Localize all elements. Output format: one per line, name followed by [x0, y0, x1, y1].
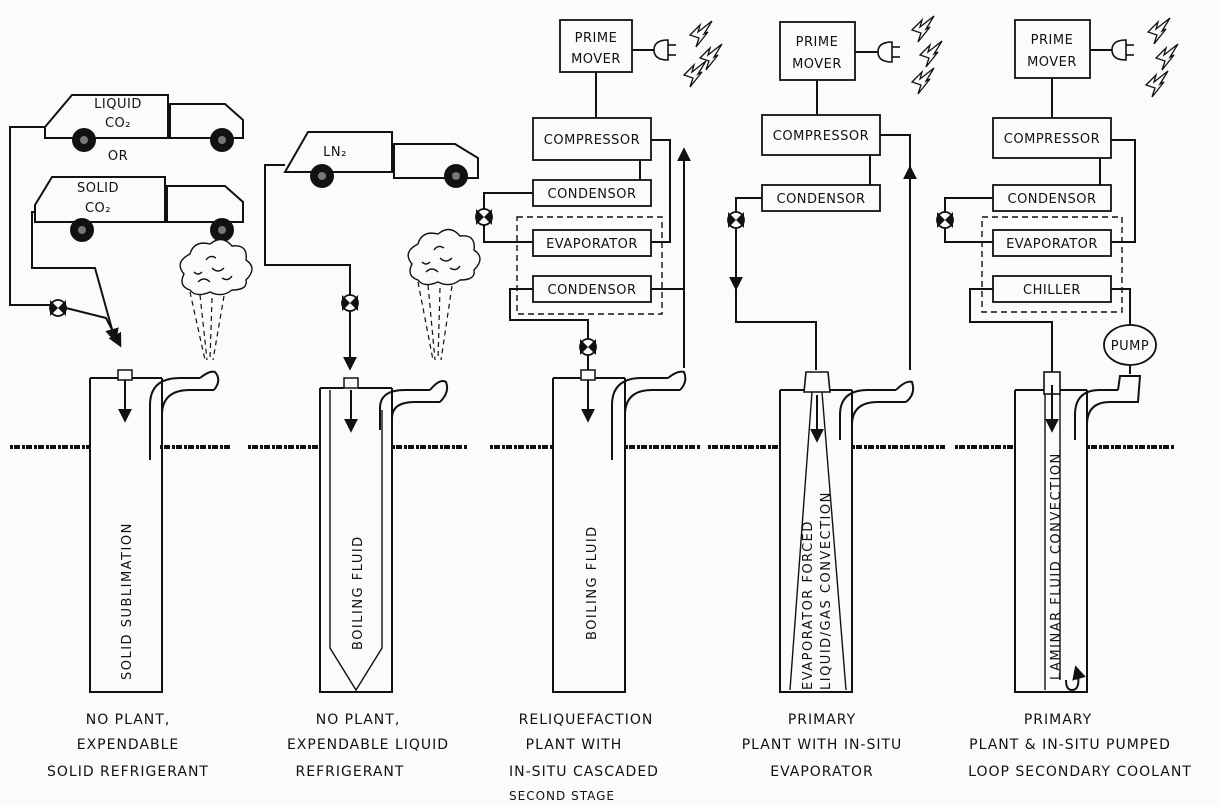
truck-label-line1: SOLID: [77, 181, 119, 196]
lightning-icon: [1145, 70, 1169, 98]
truck-label-line2: CO₂: [105, 116, 131, 131]
chiller-box: [992, 275, 1112, 303]
caption-line: PRIMARY: [1024, 712, 1092, 728]
panel-4-in-situ-evaporator: PRIME MOVER COMPRESSOR CONDENSOR EVAPORA…: [727, 15, 943, 780]
evaporator-box: [532, 229, 652, 257]
well-label-boiling-fluid: BOILING FLUID: [351, 535, 366, 650]
prime-mover-label: MOVER: [1027, 55, 1077, 70]
caption-line: EXPENDABLE LIQUID: [287, 737, 449, 753]
panel-1-solid-sublimation: LIQUID CO₂ OR SOLID CO₂ SOLID SUBLIMATIO…: [9, 94, 253, 780]
caption-line: PRIMARY: [788, 712, 856, 728]
prime-mover-box: [779, 21, 856, 81]
box-label: COMPRESSOR: [1004, 132, 1100, 147]
prime-mover-label: PRIME: [1031, 33, 1074, 48]
prime-mover-box: [1014, 19, 1091, 79]
box-label: EVAPORATOR: [546, 237, 638, 252]
panel-2-boiling-fluid: LN₂ BOILING FLUID NO PLANT, EXPENDABLE L…: [264, 131, 481, 780]
panel-3-reliquefaction: PRIME MOVER COMPRESSOR CONDENSOR EVAPORA…: [475, 19, 723, 803]
liquid-co2-truck: LIQUID CO₂: [44, 94, 244, 152]
ln2-truck: LN₂: [283, 131, 479, 188]
caption-line: EVAPORATOR: [770, 764, 874, 780]
lightning-icon: [689, 20, 713, 48]
lightning-icon: [1147, 17, 1171, 45]
caption-line: SOLID REFRIGERANT: [47, 764, 209, 780]
caption-panel-4: PRIMARY PLANT WITH IN-SITU EVAPORATOR: [742, 712, 903, 780]
caption-panel-3: RELIQUEFACTION PLANT WITH IN-SITU CASCAD…: [509, 712, 659, 803]
caption-line: NO PLANT,: [86, 712, 171, 728]
solid-co2-truck: SOLID CO₂: [34, 176, 244, 242]
box-label: EVAPORATOR: [1006, 237, 1098, 252]
lightning-icon: [1155, 43, 1179, 71]
well-label-line2: LIQUID/GAS CONVECTION: [819, 491, 834, 690]
caption-line: PLANT & IN-SITU PUMPED: [969, 737, 1171, 753]
box-label: CONDENSOR: [548, 283, 637, 298]
lightning-icon: [919, 40, 943, 68]
prime-mover-label: MOVER: [792, 57, 842, 72]
caption-panel-5: PRIMARY PLANT & IN-SITU PUMPED LOOP SECO…: [968, 712, 1192, 780]
prime-mover-box: [559, 19, 633, 73]
caption-panel-1: NO PLANT, EXPENDABLE SOLID REFRIGERANT: [47, 712, 209, 780]
well-label-solid-sublimation: SOLID SUBLIMATION: [120, 522, 135, 680]
power-plug-icon: [653, 39, 677, 61]
caption-line: IN-SITU CASCADED: [509, 764, 659, 780]
caption-line: PLANT WITH IN-SITU: [742, 737, 903, 753]
or-label: OR: [108, 149, 128, 164]
box-label: CHILLER: [1023, 283, 1081, 298]
truck-label-line2: CO₂: [85, 201, 111, 216]
caption-panel-2: NO PLANT, EXPENDABLE LIQUID REFRIGERANT: [287, 712, 449, 780]
caption-line: RELIQUEFACTION: [519, 712, 654, 728]
box-label: CONDENSOR: [1008, 192, 1097, 207]
condensor-box: [532, 275, 652, 303]
box-label: COMPRESSOR: [773, 129, 869, 144]
compressor-box: [992, 117, 1112, 159]
pump-label: PUMP: [1111, 339, 1149, 354]
lightning-icon: [911, 67, 935, 95]
prime-mover-label: PRIME: [575, 31, 618, 46]
lightning-icon: [683, 60, 707, 88]
well-label-line1: EVAPORATOR FORCED: [801, 520, 816, 690]
caption-line: EXPENDABLE: [77, 737, 180, 753]
caption-line: NO PLANT,: [316, 712, 401, 728]
box-label: CONDENSOR: [548, 187, 637, 202]
caption-line: LOOP SECONDARY COOLANT: [968, 764, 1192, 780]
box-label: CONDENSOR: [777, 192, 866, 207]
caption-line: PLANT WITH: [526, 737, 623, 753]
well-label-boiling-fluid: BOILING FLUID: [585, 525, 600, 640]
truck-label: LN₂: [323, 145, 347, 160]
prime-mover-label: PRIME: [796, 35, 839, 50]
panel-5-pumped-loop: PRIME MOVER COMPRESSOR CONDENSOR EVAPORA…: [936, 17, 1192, 780]
power-plug-icon: [1111, 39, 1135, 61]
truck-label-line1: LIQUID: [94, 97, 142, 112]
lightning-icon: [911, 15, 935, 43]
well-label-laminar-fluid-convection: LAMINAR FLUID CONVECTION: [1049, 452, 1064, 680]
box-label: COMPRESSOR: [544, 133, 640, 148]
power-plug-icon: [877, 41, 901, 63]
caption-line: SECOND STAGE: [509, 789, 615, 803]
caption-line: REFRIGERANT: [296, 764, 405, 780]
condensor-box: [532, 179, 652, 207]
prime-mover-label: MOVER: [571, 52, 621, 67]
